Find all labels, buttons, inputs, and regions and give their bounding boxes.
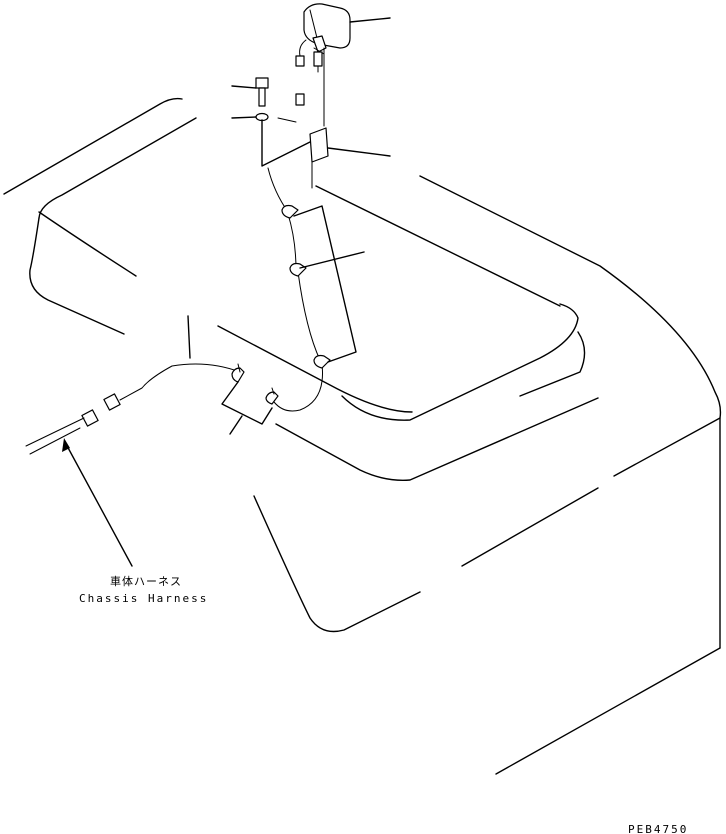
clamp-lower-leader [229,415,243,435]
harness-connector [103,393,121,411]
clamp-group-upper [293,205,357,363]
harness-wire-upper [267,167,289,213]
bolt-leader [231,85,257,89]
lamp-bolt [313,51,323,67]
harness-callout: 車体ハーネス Chassis Harness [62,438,208,605]
mid-vertical [187,315,191,359]
harness-wire-bottom [273,363,324,412]
plate-outline [261,119,327,167]
arrow-head [62,438,70,452]
harness-wire-lower [297,271,321,361]
top-inner-edge [38,211,137,277]
harness-callout-line [65,443,133,567]
front-edge-2 [341,303,579,421]
harness-wire-main [119,363,241,401]
mount-hardware [231,77,305,123]
clamp-group-leader [299,251,365,269]
bolt-shank [258,87,266,107]
clamp-4 [231,367,245,383]
work-lamp [295,3,391,127]
clamp-group-lower [221,381,273,425]
clamp-2 [289,262,307,277]
lamp-housing [303,3,351,49]
clamp-1 [281,204,299,219]
lamp-leader [349,17,391,23]
bracket-block [309,127,329,163]
washer-leader [231,116,257,119]
harness-label-en: Chassis Harness [79,592,208,605]
bottom-right-edge [495,647,721,775]
lamp-bracket [312,35,327,53]
cab-right-edge [519,331,586,397]
machine-body [3,97,722,775]
drawing-code: PEB4750 [628,823,688,834]
chassis-connector [81,409,99,427]
chassis-harness-wire [25,417,85,447]
bottom-curve [253,495,421,633]
rear-panel-edge [3,97,183,195]
left-side-edge [29,217,125,335]
right-panel-outer [419,175,722,477]
bracket-leader [327,147,391,157]
lamp-cable [299,39,307,57]
bracket-plate [261,119,391,189]
top-left-edge [38,117,197,219]
right-top-edge [315,185,561,307]
lower-side-edge [461,487,599,567]
harness [25,167,365,455]
lower-front-edge [275,397,599,481]
clamp-5 [265,391,279,405]
small-connector [295,93,305,106]
front-edge-1 [217,325,413,413]
lamp-connector [295,55,305,67]
clamp-3 [313,354,331,369]
bolt-head [255,77,269,89]
harness-label-jp: 車体ハーネス [110,574,182,588]
harness-wire-mid [287,213,297,271]
